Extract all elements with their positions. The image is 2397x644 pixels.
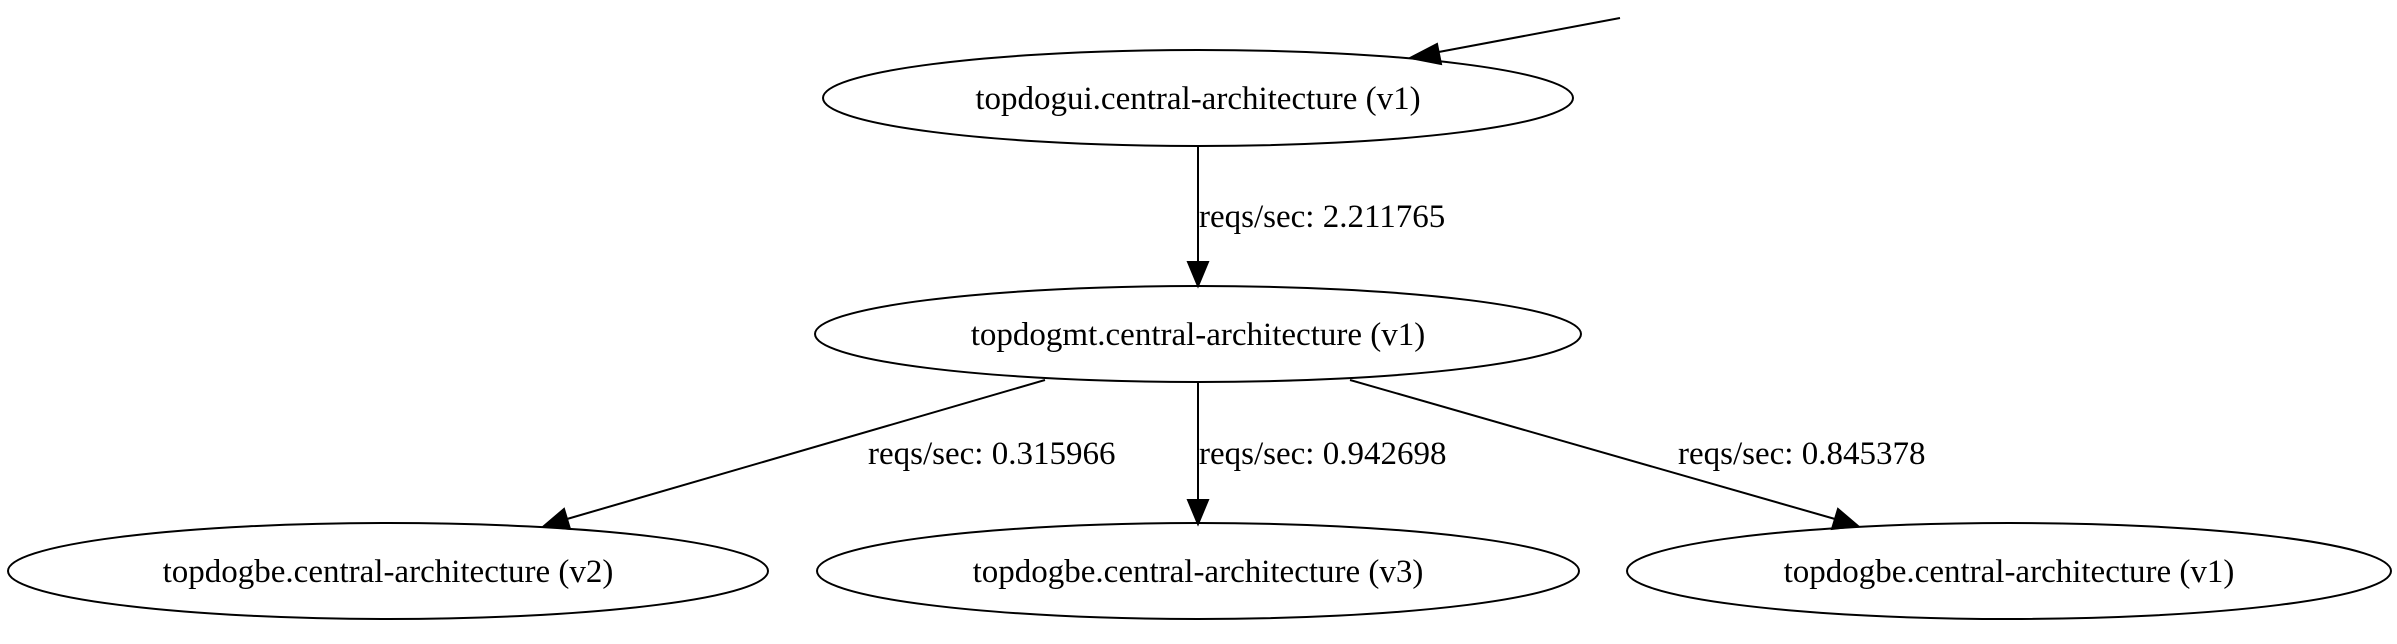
node-ellipse: [816, 522, 1580, 620]
node-label: topdogbe.central-architecture (v3): [973, 554, 1424, 590]
node-topdogmt-v1[interactable]: topdogmt.central-architecture (v1): [814, 285, 1582, 383]
edge-line: [566, 379, 1046, 520]
edge-label: reqs/sec: 0.315966: [868, 436, 1115, 472]
edge-topdogmt-to-topdogbe-v2: reqs/sec: 0.315966: [541, 379, 1115, 531]
node-ellipse: [7, 522, 769, 620]
node-label: topdogui.central-architecture (v1): [975, 81, 1420, 117]
node-label: topdogbe.central-architecture (v2): [163, 554, 614, 590]
edge-label: reqs/sec: 0.942698: [1199, 436, 1446, 472]
node-topdogui-v1[interactable]: topdogui.central-architecture (v1): [822, 49, 1574, 147]
edge-topdogui-to-topdogmt: reqs/sec: 2.211765: [1186, 146, 1445, 289]
node-topdogbe-v2[interactable]: topdogbe.central-architecture (v2): [7, 522, 769, 620]
node-label: topdogmt.central-architecture (v1): [971, 317, 1425, 353]
arrow-head: [541, 507, 572, 531]
edge-label: reqs/sec: 2.211765: [1199, 199, 1445, 235]
node-label: topdogbe.central-architecture (v1): [1784, 554, 2235, 590]
arrow-head: [1186, 499, 1210, 527]
node-topdogbe-v3[interactable]: topdogbe.central-architecture (v3): [816, 522, 1580, 620]
edge-line: [1349, 379, 1836, 520]
edge-line: [1427, 17, 1621, 55]
edge-topdogmt-to-topdogbe-v3: reqs/sec: 0.942698: [1186, 382, 1446, 527]
edge-label: reqs/sec: 0.845378: [1678, 436, 1925, 472]
node-topdogbe-v1[interactable]: topdogbe.central-architecture (v1): [1626, 522, 2392, 620]
edge-entry-to-topdogui: [1406, 17, 1621, 66]
edge-topdogmt-to-topdogbe-v1: reqs/sec: 0.845378: [1349, 379, 1925, 531]
arrow-head: [1186, 261, 1210, 289]
node-ellipse: [1626, 522, 2392, 620]
